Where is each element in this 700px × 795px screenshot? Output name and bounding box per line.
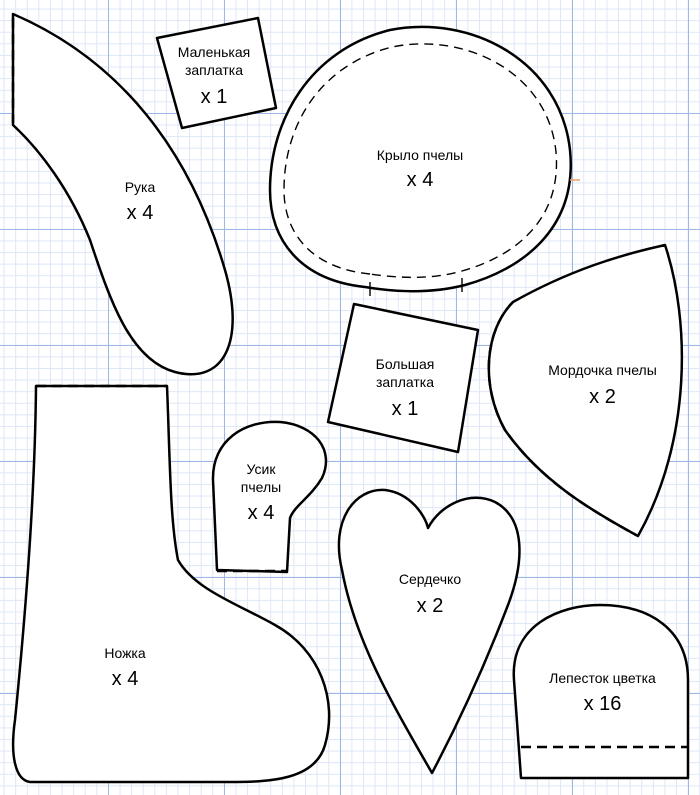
heart-label: Сердечко [398,571,462,587]
big-patch-label-2: заплатка [375,374,435,390]
arm-count: x 4 [126,202,154,224]
antenna-label-2: пчелы [240,479,282,495]
big-patch-label-1: Большая [375,356,435,372]
face-count: x 2 [589,386,616,408]
leg-piece [11,384,331,784]
small-patch-count: x 1 [200,86,228,108]
small-patch-label-1: Маленькая [177,44,251,60]
wing-label: Крыло пчелы [376,147,464,163]
big-patch-count: x 1 [391,398,419,420]
antenna-piece [211,420,328,574]
arm-piece [11,12,234,376]
leg-count: x 4 [111,668,139,690]
arm-label: Рука [124,179,156,195]
face-piece [487,243,684,538]
wing-count: x 4 [406,169,434,191]
heart-piece [337,488,521,775]
antenna-label-1: Усик [246,461,276,477]
petal-label: Лепесток цветка [549,670,656,686]
face-label: Мордочка пчелы [548,362,657,378]
small-patch-piece [155,16,278,130]
petal-piece [512,603,690,780]
small-patch-label-2: заплатка [184,62,244,78]
heart-count: x 2 [416,595,444,617]
big-patch-piece [326,302,480,454]
leg-label: Ножка [104,645,146,661]
antenna-count: x 4 [247,502,275,524]
wing-piece [268,25,572,296]
petal-count: x 16 [583,693,622,715]
